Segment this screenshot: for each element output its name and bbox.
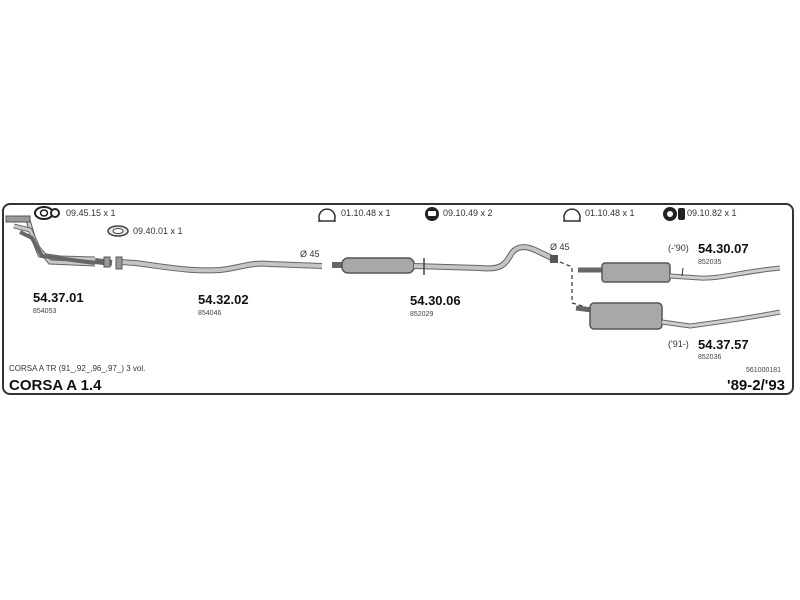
clamp-icon — [318, 208, 336, 222]
gasket-icon — [34, 206, 60, 220]
part-number: 54.37.01 — [33, 290, 84, 305]
diameter-label: Ø 45 — [550, 242, 570, 252]
part-variant: (-'90) — [668, 243, 689, 253]
part-ref: 854053 — [33, 308, 57, 315]
part-ref: 852035 — [698, 259, 722, 266]
hardware-label: 09.10.82 x 1 — [687, 208, 737, 218]
intermediate-pipe-drawing — [115, 256, 323, 274]
model-years: '89-2/'93 — [727, 377, 786, 394]
hardware-label: 09.10.49 x 2 — [443, 208, 493, 218]
part-number: 54.30.07 — [698, 241, 749, 256]
hardware-label: 09.40.01 x 1 — [133, 226, 183, 236]
vehicle-note: CORSA A TR (91_,92_,96_,97_) 3 vol. — [9, 364, 146, 373]
center-silencer-drawing — [332, 244, 558, 275]
part-variant: ('91-) — [668, 339, 689, 349]
ring-gasket-icon — [107, 225, 129, 237]
rubber-mount-icon — [663, 207, 685, 221]
part-ref: 852029 — [410, 311, 434, 318]
part-number: 54.37.57 — [698, 337, 749, 352]
part-ref: 852036 — [698, 354, 722, 361]
part-ref: 854046 — [198, 310, 222, 317]
diagram-frame — [2, 203, 794, 395]
hardware-label: 01.10.48 x 1 — [585, 208, 635, 218]
hardware-label: 09.45.15 x 1 — [66, 208, 116, 218]
variant-connector — [559, 261, 587, 308]
part-number: 54.32.02 — [198, 292, 249, 307]
diagram-code: 561000181 — [746, 367, 782, 374]
rear-silencer-lower-drawing — [575, 302, 781, 330]
clamp-icon — [563, 208, 581, 222]
hardware-label: 01.10.48 x 1 — [341, 208, 391, 218]
part-number: 54.30.06 — [410, 293, 461, 308]
rear-silencer-upper-drawing — [578, 262, 781, 283]
model-title: CORSA A 1.4 — [9, 377, 102, 394]
front-pipe-drawing — [5, 215, 113, 268]
rubber-hanger-icon — [425, 207, 439, 221]
diameter-label: Ø 45 — [300, 249, 320, 259]
